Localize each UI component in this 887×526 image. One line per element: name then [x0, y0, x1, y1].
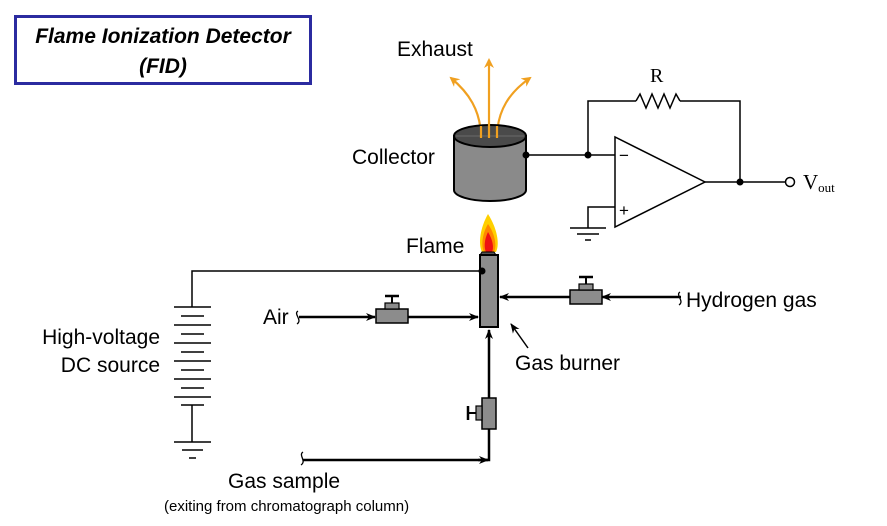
- hv-label-1: High-voltage: [42, 326, 160, 349]
- collector-label: Collector: [352, 146, 435, 169]
- hv-label-2: DC source: [61, 354, 160, 377]
- output-node: [736, 178, 744, 186]
- gas-sample-label: Gas sample: [228, 470, 340, 493]
- exhaust-label: Exhaust: [397, 38, 473, 61]
- hv-wire: [191, 270, 482, 307]
- sample-valve[interactable]: [466, 397, 497, 430]
- gas-sample-note: (exiting from chromatograph column): [164, 498, 409, 515]
- opamp-plus: +: [619, 201, 629, 220]
- feedback-resistor: [635, 92, 681, 110]
- gas-burner: [479, 254, 499, 328]
- vout-terminal: [784, 176, 796, 188]
- opamp-minus: −: [619, 146, 629, 165]
- air-valve[interactable]: [375, 294, 409, 324]
- collector-node: [522, 151, 530, 159]
- title-line-2: (FID): [139, 55, 187, 78]
- sample-line-1: [303, 429, 491, 462]
- flame-icon: [480, 214, 498, 252]
- hydrogen-label: Hydrogen gas: [686, 289, 817, 312]
- hydrogen-break-icon: [677, 291, 682, 306]
- flame-label: Flame: [406, 235, 464, 258]
- air-break-icon: [295, 310, 300, 325]
- signal-wires: [526, 100, 786, 241]
- burner-pointer: [510, 323, 529, 349]
- vout-label: Vout: [803, 170, 835, 195]
- gas-burner-label: Gas burner: [515, 352, 620, 375]
- title-line-1: Flame Ionization Detector: [35, 25, 291, 48]
- sample-break-icon: [300, 451, 304, 466]
- minus-node: [584, 151, 592, 159]
- op-amp: [614, 135, 707, 229]
- title-box: Flame Ionization Detector (FID): [14, 15, 312, 85]
- air-label: Air: [263, 306, 289, 329]
- hv-source: [174, 306, 211, 459]
- hydrogen-valve[interactable]: [569, 275, 603, 305]
- resistor-label: R: [650, 65, 664, 87]
- collector: [453, 124, 527, 202]
